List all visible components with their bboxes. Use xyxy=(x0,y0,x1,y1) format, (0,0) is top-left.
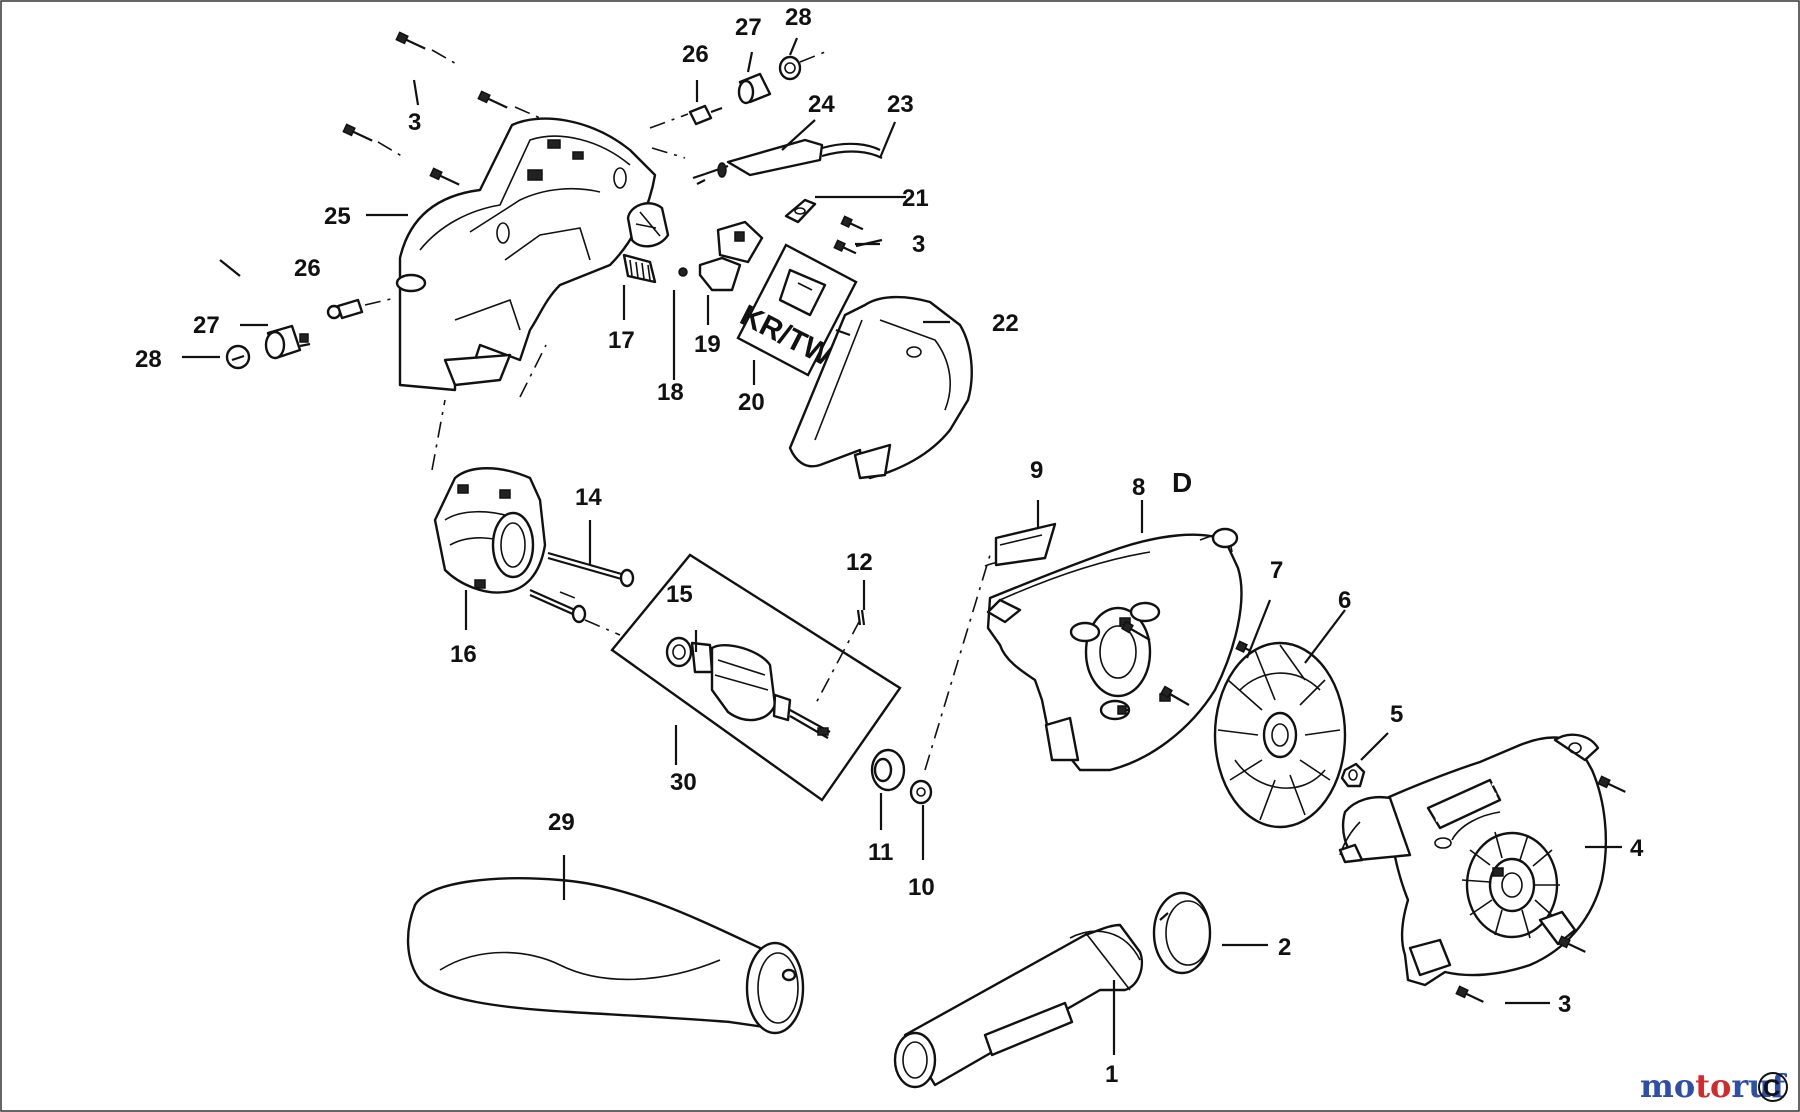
part-label-2: 2 xyxy=(1278,934,1291,961)
part-label-26b: 26 xyxy=(682,41,709,68)
part-label-14: 14 xyxy=(575,484,602,511)
watermark-part-1: mo xyxy=(1640,1067,1695,1105)
copyright-symbol: C xyxy=(1763,1075,1780,1102)
part-label-5: 5 xyxy=(1390,701,1403,728)
part-label-3a: 3 xyxy=(408,109,421,136)
screw-set-top-left xyxy=(342,31,541,186)
brush-assembly-left xyxy=(225,297,396,370)
part-label-20: 20 xyxy=(738,389,765,416)
label-sticker-part xyxy=(994,522,1057,567)
part-label-10: 10 xyxy=(908,874,935,901)
part-label-28a: 28 xyxy=(135,346,162,373)
part-label-3b: 3 xyxy=(912,231,925,258)
fan-housing-part xyxy=(984,527,1243,772)
part-label-26a: 26 xyxy=(294,255,321,282)
part-label-29: 29 xyxy=(548,809,575,836)
nozzle-tube-part: DEWALT xyxy=(893,923,1144,1089)
part-label-24: 24 xyxy=(808,91,835,118)
power-cord-part xyxy=(692,138,883,185)
part-label-9: 9 xyxy=(1030,457,1043,484)
copyright-circle xyxy=(1758,1072,1788,1102)
fan-impeller-part xyxy=(1213,641,1347,829)
part-label-17: 17 xyxy=(608,327,635,354)
variant-label: KR/TW xyxy=(735,299,838,373)
section-label-d: D xyxy=(1172,467,1192,498)
part-label-30: 30 xyxy=(670,769,697,796)
blower-screws xyxy=(1455,775,1626,1003)
dust-bag-part xyxy=(406,877,805,1035)
part-label-7: 7 xyxy=(1270,557,1283,584)
bearing-part xyxy=(870,554,991,805)
part-label-3c: 3 xyxy=(1558,991,1571,1018)
part-label-19: 19 xyxy=(694,331,721,358)
nut-part xyxy=(1340,762,1366,788)
part-label-27b: 27 xyxy=(735,14,762,41)
part-label-6: 6 xyxy=(1338,587,1351,614)
part-label-8: 8 xyxy=(1132,474,1145,501)
leader-lines xyxy=(182,37,1622,1055)
part-label-1: 1 xyxy=(1105,1061,1118,1088)
part-label-27a: 27 xyxy=(193,312,220,339)
part-label-16: 16 xyxy=(450,641,477,668)
part-label-4: 4 xyxy=(1630,835,1644,862)
part-label-21: 21 xyxy=(902,185,929,212)
pin-part xyxy=(856,609,866,626)
part-label-18: 18 xyxy=(657,379,684,406)
part-label-28b: 28 xyxy=(785,4,812,31)
ring-part xyxy=(1152,891,1212,975)
blower-housing-part: DEWALT xyxy=(1338,733,1608,987)
handle-housing-part xyxy=(395,117,657,392)
switch-assembly xyxy=(622,202,764,292)
watermark: motoruf C xyxy=(1640,1067,1788,1105)
cord-clamp-part xyxy=(784,198,864,255)
armature-box xyxy=(610,553,902,802)
part-label-15: 15 xyxy=(666,581,693,608)
watermark-part-2: to xyxy=(1695,1067,1731,1105)
part-label-23: 23 xyxy=(887,91,914,118)
part-label-12: 12 xyxy=(846,549,873,576)
part-label-11: 11 xyxy=(868,839,893,866)
brush-assembly-top xyxy=(649,49,831,159)
stator-part xyxy=(431,344,547,594)
field-screws xyxy=(529,551,635,636)
part-label-22: 22 xyxy=(992,310,1019,337)
side-cover-part xyxy=(788,295,973,480)
part-label-25: 25 xyxy=(324,203,351,230)
part-number-labels: 1 2 3 3 3 4 5 6 7 8 9 10 11 12 14 15 16 … xyxy=(135,4,1644,1088)
